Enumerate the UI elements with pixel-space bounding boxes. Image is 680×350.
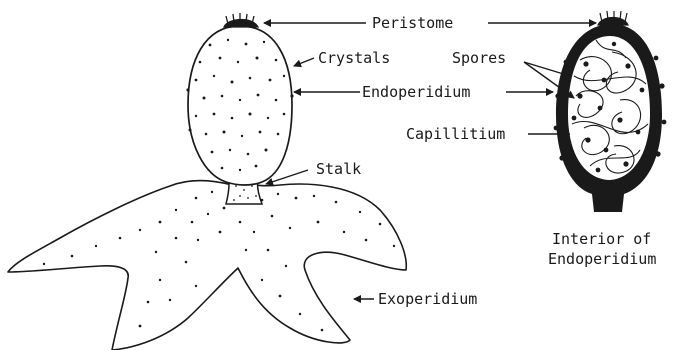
exoperidium-shape	[8, 181, 406, 350]
peristome-label: Peristome	[372, 14, 453, 32]
crystals-leader	[294, 58, 314, 66]
peristome-tuft	[224, 13, 258, 27]
spores-label: Spores	[452, 49, 506, 67]
endoperidium-shape	[188, 26, 292, 185]
exoperidium-label: Exoperidium	[378, 290, 477, 308]
interior-caption-line1: Interior of	[552, 230, 651, 248]
endoperidium-label: Endoperidium	[362, 83, 470, 101]
crystals-label: Crystals	[318, 49, 390, 67]
leader-lines	[264, 23, 596, 299]
stalk-label: Stalk	[316, 160, 361, 178]
capillitium-label: Capillitium	[406, 125, 505, 143]
interior-peristome-tuft	[598, 11, 628, 25]
interior-cross-section	[554, 11, 667, 212]
interior-caption-line2: Endoperidium	[548, 250, 656, 268]
